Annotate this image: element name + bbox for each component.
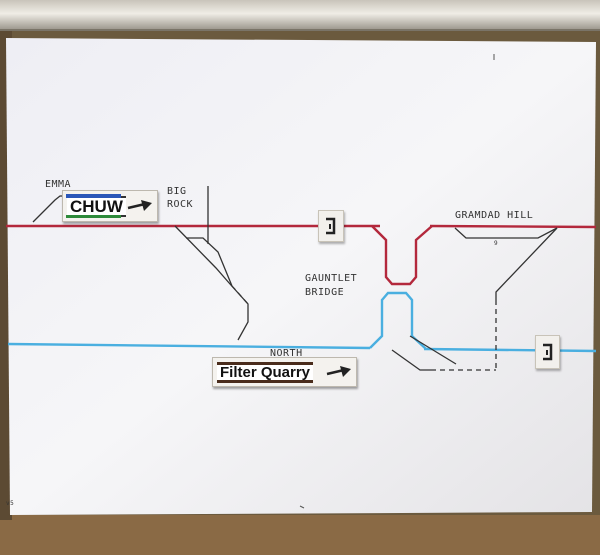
red-bridge-dip bbox=[371, 225, 433, 286]
label-rock: ROCK bbox=[167, 199, 194, 210]
big-rock-branch bbox=[186, 237, 233, 287]
gramdad-triangle bbox=[454, 227, 558, 239]
label-gauntlet: GAUNTLET bbox=[305, 273, 358, 284]
arrow-icon bbox=[326, 366, 351, 377]
label-version: v5 bbox=[6, 500, 15, 507]
bridge-spur-2 bbox=[409, 335, 457, 365]
chuw-tile-label: CHUW bbox=[67, 196, 126, 217]
big-rock-dashed bbox=[231, 285, 249, 305]
tile-blue-stripe bbox=[66, 194, 121, 198]
paper-tick-bottom bbox=[299, 505, 305, 509]
blue-main-line-left bbox=[7, 342, 371, 350]
bridge-spur bbox=[391, 349, 436, 371]
label-big: BIG bbox=[167, 186, 187, 197]
top-rail bbox=[0, 0, 600, 30]
gramdad-descent bbox=[495, 227, 558, 300]
chuw-loco-tile: CHUW bbox=[62, 190, 158, 222]
label-gramdad-hill: GRAMDAD HILL bbox=[455, 210, 534, 221]
blue-main-line-right bbox=[423, 347, 597, 353]
arrow-icon bbox=[127, 200, 152, 211]
clip-icon bbox=[542, 343, 552, 361]
track-clip-tile bbox=[318, 210, 344, 242]
wood-lower-frame bbox=[0, 515, 600, 555]
clip-icon bbox=[326, 217, 336, 235]
blue-bridge-rise bbox=[369, 291, 427, 350]
filter-quarry-label: Filter Quarry bbox=[217, 361, 314, 383]
filter-quarry-tile: Filter Quarry bbox=[212, 357, 357, 387]
tile-green-stripe bbox=[66, 215, 121, 218]
paper-sheet bbox=[6, 38, 596, 515]
red-main-line-right bbox=[429, 224, 597, 229]
label-emma: EMMA bbox=[45, 179, 72, 190]
label-north: NORTH bbox=[270, 348, 303, 359]
track-clip-tile bbox=[535, 335, 560, 369]
label-bridge: BRIDGE bbox=[305, 287, 345, 298]
label-nine: 9 bbox=[494, 240, 499, 247]
